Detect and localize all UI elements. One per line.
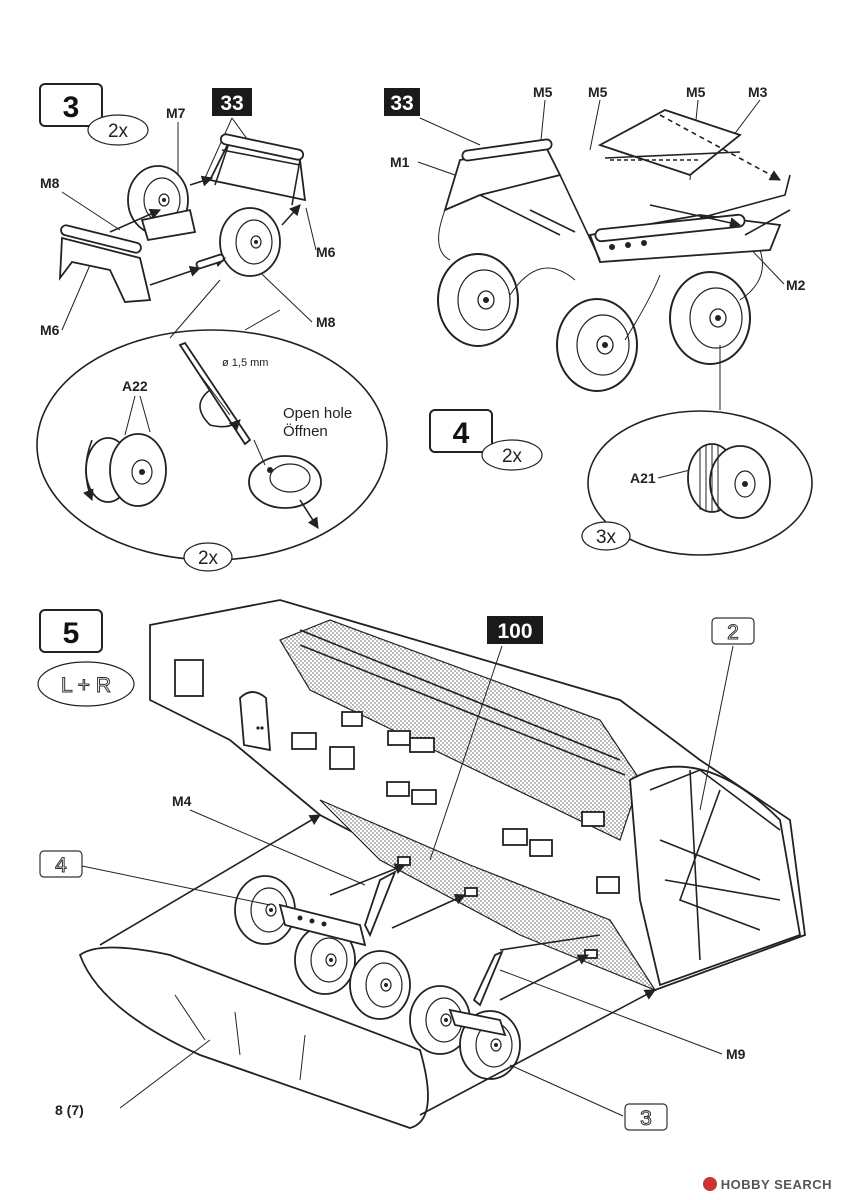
part-33-label: 33 — [220, 92, 243, 115]
drilled-wheel — [248, 439, 322, 529]
part-4-badge — [39, 850, 83, 878]
step-5-box — [39, 609, 103, 653]
detail-multiplier: 2x — [198, 548, 219, 569]
main-gear — [234, 870, 411, 1020]
label-m8-bottom: M8 — [316, 314, 336, 330]
watermark-text: HOBBY SEARCH — [720, 1177, 832, 1192]
side-indicator: L + R — [61, 674, 111, 697]
step-4-number: 4 — [453, 417, 470, 450]
part-100-label: 100 — [497, 620, 532, 643]
belly-part-8 — [78, 946, 429, 1129]
step-3-box — [39, 83, 103, 127]
hobby-search-logo-icon — [702, 1177, 717, 1191]
wheel-bogie-3 — [669, 271, 751, 365]
watermark: HOBBY SEARCH — [702, 1177, 832, 1192]
part-4-label: 4 — [55, 854, 67, 877]
label-m3: M3 — [748, 84, 768, 100]
step-4-multiplier: 2x — [502, 446, 523, 467]
label-m4: M4 — [172, 793, 192, 809]
label-m5-b: M5 — [588, 84, 608, 100]
label-a22: A22 — [122, 378, 148, 394]
step-5: 5 L + R 100 2 4 3 M4 M9 8 (7) — [37, 599, 806, 1131]
label-m9: M9 — [726, 1046, 746, 1062]
label-m5-c: M5 — [686, 84, 706, 100]
label-m5-a: M5 — [533, 84, 553, 100]
label-m6-right: M6 — [316, 244, 336, 260]
label-part-8-7: 8 (7) — [55, 1102, 84, 1118]
wheel-right — [219, 207, 281, 277]
label-m6-left: M6 — [40, 322, 60, 338]
drill-bit — [178, 341, 252, 446]
frame-33-right — [443, 109, 791, 263]
instruction-open-hole: Open hole — [283, 405, 352, 422]
step-4-detail-multiplier-oval — [581, 521, 631, 551]
step-3-number: 3 — [63, 91, 80, 124]
part-33-label-right: 33 — [390, 92, 413, 115]
main-gear-wheel-3 — [349, 950, 411, 1020]
detail-multiplier-oval — [183, 542, 233, 572]
step-4: 4 2x A21 3x — [429, 345, 813, 556]
drill-size: ø 1,5 mm — [222, 357, 268, 369]
wheel-bogie-2 — [556, 298, 638, 392]
part-a22-wheel — [83, 433, 167, 507]
instruction-oeffnen: Öffnen — [283, 422, 328, 440]
label-m1: M1 — [390, 154, 410, 170]
part-2-badge — [711, 617, 755, 645]
part-a21-wheel — [687, 443, 771, 519]
step-5-number: 5 — [63, 617, 80, 650]
step-4-box — [429, 409, 493, 453]
label-m8-top: M8 — [40, 175, 60, 191]
step-3: 3 2x 33 M7 M8 M6 M6 M8 — [36, 83, 388, 572]
label-m7: M7 — [166, 105, 186, 121]
step-3-assembly-right: 33 M5 M5 M5 M3 M1 M2 — [384, 84, 806, 392]
frame-33-upper — [208, 133, 307, 206]
part-2-label: 2 — [727, 621, 739, 644]
part-3-badge — [624, 1103, 668, 1131]
step-4-multiplier-oval — [481, 439, 543, 471]
step-3-multiplier-oval — [87, 114, 149, 146]
part-33-badge — [212, 88, 252, 116]
step-4-detail-multiplier: 3x — [596, 527, 617, 548]
step-3-detail: A22 ø 1,5 mm Open hole Öffnen — [36, 279, 388, 572]
nose-gear — [409, 950, 521, 1080]
frame-lower — [58, 224, 152, 303]
step-3-multiplier: 2x — [108, 121, 129, 142]
label-a21: A21 — [630, 470, 656, 486]
wheel-bogie-1 — [437, 253, 519, 347]
side-indicator-oval — [37, 661, 135, 707]
part-33-badge-right — [384, 88, 420, 116]
part-100-badge — [487, 616, 543, 644]
fuselage-half — [149, 599, 806, 992]
part-3-label: 3 — [640, 1107, 652, 1130]
label-m2: M2 — [786, 277, 806, 293]
